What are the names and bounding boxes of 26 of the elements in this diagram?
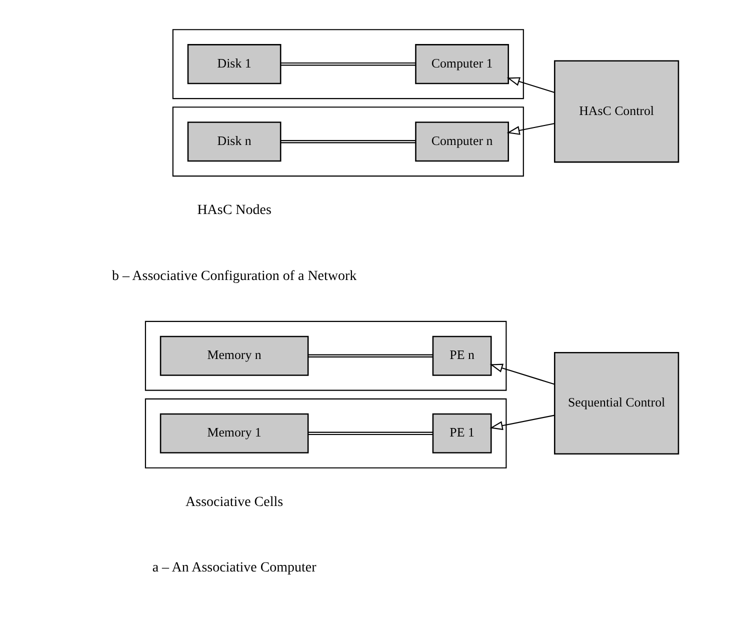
node-box: Computer 1 — [414, 44, 508, 84]
connector — [280, 62, 416, 66]
label: HAsC Nodes — [196, 203, 271, 218]
node-box: Memory 1 — [159, 413, 308, 454]
node-box: Memory n — [159, 336, 308, 376]
cluster — [172, 29, 524, 100]
node-box: Computer n — [414, 122, 508, 162]
connector — [308, 354, 432, 358]
node-box: Disk 1 — [186, 44, 281, 84]
connector — [308, 432, 432, 436]
label: b – Associative Configuration of a Network — [111, 268, 356, 284]
label: Associative Cells — [185, 494, 283, 510]
cluster — [144, 398, 506, 468]
node-box: PE n — [432, 336, 492, 376]
arrow — [489, 414, 554, 430]
node-box: Sequential Control — [554, 352, 679, 454]
label: a – An Associative Computer — [152, 560, 316, 576]
cluster — [144, 320, 506, 391]
node-box: PE 1 — [432, 413, 492, 454]
cluster — [172, 106, 524, 177]
arrow — [506, 122, 554, 135]
arrow — [489, 364, 554, 385]
arrow — [506, 77, 554, 94]
node-box: Disk n — [186, 122, 281, 162]
connector — [280, 140, 416, 144]
node-box: HAsC Control — [554, 60, 679, 163]
